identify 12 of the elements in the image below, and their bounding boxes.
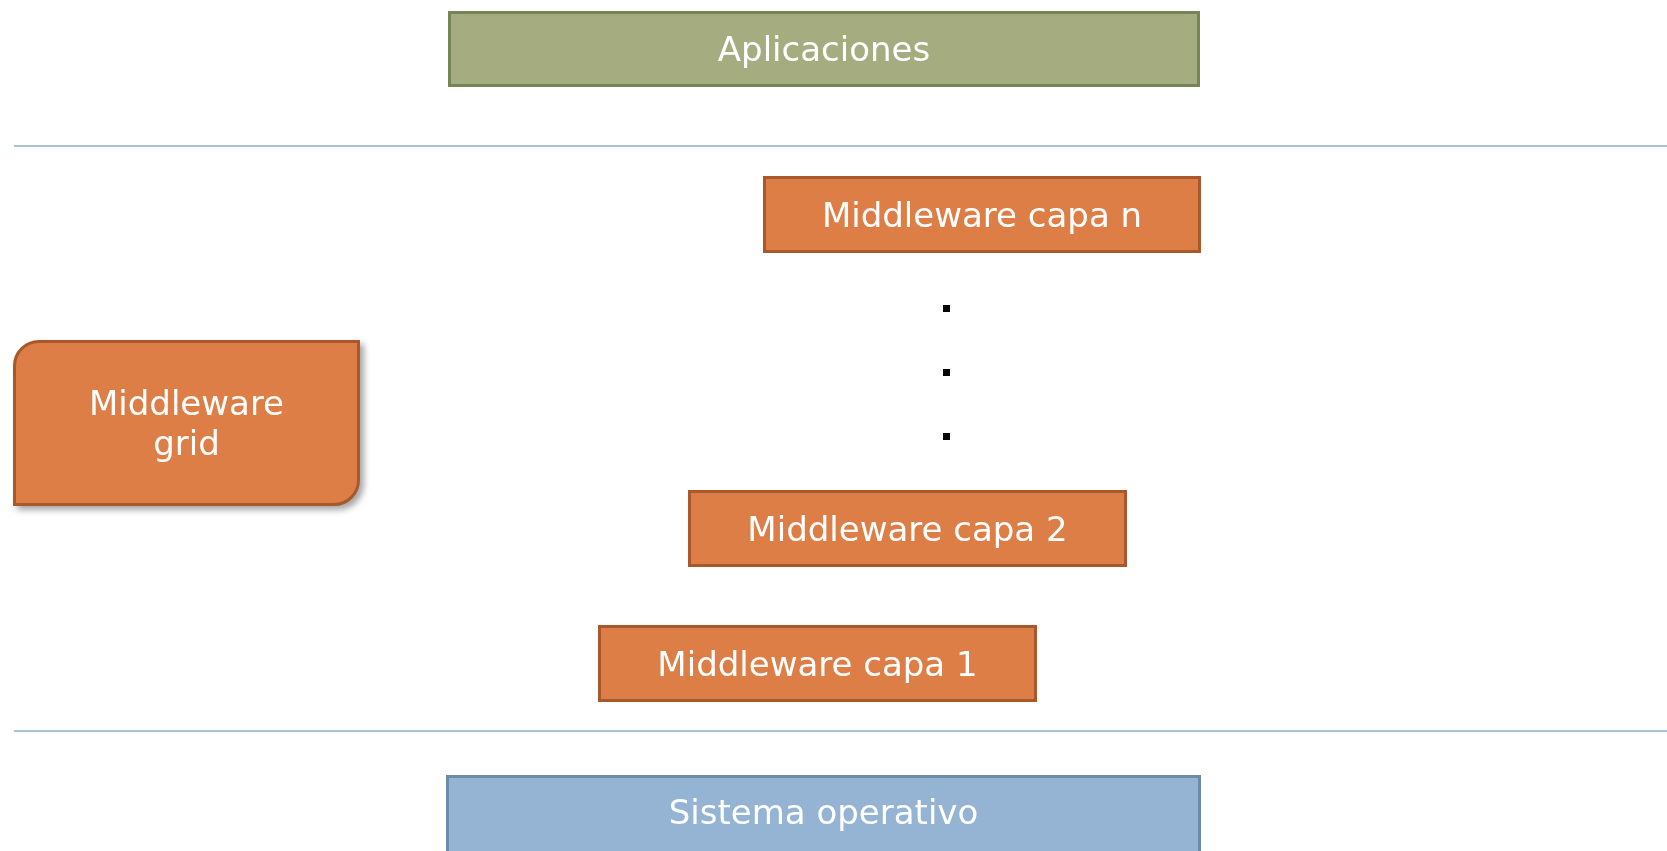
box-label: Middleware grid: [87, 383, 286, 463]
rounded-box: [13, 340, 360, 506]
layer-box: [763, 176, 1201, 253]
box-label: Sistema operativo: [668, 792, 979, 832]
box-label: Middleware capa n: [821, 194, 1143, 235]
layer-box: [448, 11, 1200, 87]
layer-box: [688, 490, 1127, 567]
layer-box: [446, 775, 1201, 851]
box-label: Middleware capa 1: [657, 643, 978, 684]
layer-box: [598, 625, 1037, 702]
box-label: Middleware capa 2: [747, 508, 1068, 549]
box-label: Aplicaciones: [717, 29, 931, 69]
